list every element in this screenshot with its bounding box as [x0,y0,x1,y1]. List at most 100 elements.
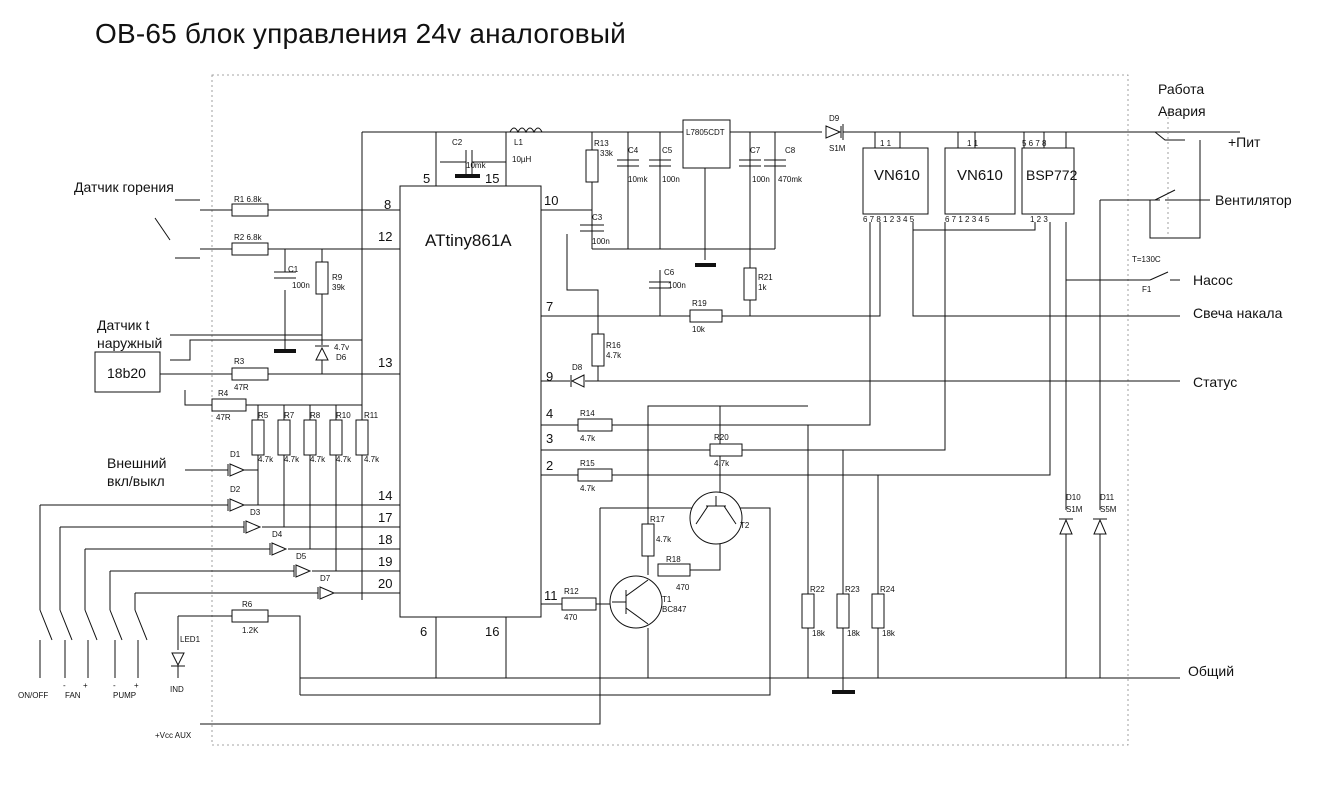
mcu-pin-14: 14 [378,488,392,503]
diodes [171,125,1107,667]
mcu-pin-19: 19 [378,554,392,569]
svg-text:4.7k: 4.7k [580,484,596,493]
driver-bsp772: BSP772 5 6 7 8 1 2 3 [1021,139,1078,224]
svg-text:R12: R12 [564,587,579,596]
svg-text:D3: D3 [250,508,261,517]
mcu-pin-18: 18 [378,532,392,547]
svg-text:R2 6.8k: R2 6.8k [234,233,263,242]
svg-text:R17: R17 [650,515,665,524]
svg-text:470: 470 [676,583,690,592]
diagram-title: OB-65 блок управления 24v аналоговый [95,18,626,49]
svg-text:D2: D2 [230,485,241,494]
svg-text:4.7k: 4.7k [336,455,352,464]
svg-text:R11: R11 [364,411,379,420]
svg-text:4.7k: 4.7k [714,459,730,468]
svg-text:-: - [113,681,116,690]
glow-plug-label: Свеча накала [1193,305,1283,321]
pump-connector: PUMP [113,691,136,700]
svg-text:4.7k: 4.7k [284,455,300,464]
flame-sensor-switch [154,199,200,259]
svg-text:4.7k: 4.7k [364,455,380,464]
wires [39,124,1240,725]
temp-sensor-block: 18b20 [94,351,161,393]
ext-switch-label-2: вкл/выкл [107,473,165,489]
transistor-t2 [689,491,743,545]
svg-text:D1: D1 [230,450,241,459]
mcu-pin-8: 8 [384,197,391,212]
svg-text:47R: 47R [234,383,249,392]
mcu-pin-2: 2 [546,458,553,473]
work-label: Работа [1158,81,1204,97]
svg-text:BC847: BC847 [662,605,687,614]
mcu-pin-20: 20 [378,576,392,591]
svg-text:R18: R18 [666,555,681,564]
svg-text:R24: R24 [880,585,895,594]
svg-text:S1M: S1M [1066,505,1083,514]
svg-text:C5: C5 [662,146,673,155]
svg-text:4.7v: 4.7v [334,343,349,352]
svg-text:4.7k: 4.7k [606,351,622,360]
svg-text:R21: R21 [758,273,773,282]
svg-text:LED1: LED1 [180,635,201,644]
svg-text:R10: R10 [336,411,351,420]
mcu-pin-17: 17 [378,510,392,525]
thermo-label: T=130C [1132,255,1161,264]
svg-text:+: + [134,681,139,690]
ext-switch-label-1: Внешний [107,455,166,471]
svg-text:R15: R15 [580,459,595,468]
svg-text:R19: R19 [692,299,707,308]
svg-text:R23: R23 [845,585,860,594]
component-labels: R1 6.8k R2 6.8k R3 47R R4 47R R5 4.7k R7… [180,114,1117,644]
svg-text:+: + [83,681,88,690]
svg-text:D5: D5 [296,552,307,561]
svg-text:470: 470 [564,613,578,622]
svg-text:100n: 100n [752,175,770,184]
mcu-pin-4: 4 [546,406,553,421]
mcu-chip: ATtiny861A 5 15 6 16 8 12 13 14 17 18 19… [378,171,558,639]
voltage-regulator: L7805CDT [682,119,731,169]
svg-text:R5: R5 [258,411,269,420]
svg-text:6 7 8 1 2 3 4 5: 6 7 8 1 2 3 4 5 [863,215,915,224]
svg-text:T1: T1 [662,595,672,604]
power-label: +Пит [1228,134,1261,150]
external-labels: Датчик горения Датчик t наружный Внешний… [74,81,1292,679]
svg-text:S1M: S1M [829,144,846,153]
svg-text:S5M: S5M [1100,505,1117,514]
svg-text:D6: D6 [336,353,347,362]
mcu-pin-15: 15 [485,171,499,186]
svg-text:47R: 47R [216,413,231,422]
svg-text:100n: 100n [662,175,680,184]
svg-text:18k: 18k [812,629,826,638]
transistor-t1 [609,575,663,629]
svg-text:L1: L1 [514,138,523,147]
input-switches [39,609,148,641]
fault-label: Авария [1158,103,1206,119]
svg-text:VN610: VN610 [957,167,1003,184]
temp-sensor-chip: 18b20 [107,365,146,381]
svg-text:C3: C3 [592,213,603,222]
capacitors [274,127,786,289]
common-label: Общий [1188,663,1234,679]
driver-vn610-1: VN610 1 1 6 7 8 1 2 3 4 5 [862,139,929,224]
svg-text:10mk: 10mk [466,161,487,170]
svg-text:39k: 39k [332,283,346,292]
flame-sensor-label: Датчик горения [74,179,174,195]
mcu-pin-12: 12 [378,229,392,244]
svg-text:VN610: VN610 [874,167,920,184]
fan-label: Вентилятор [1215,192,1292,208]
svg-text:100n: 100n [668,281,686,290]
pump-label: Насос [1193,272,1233,288]
svg-text:C7: C7 [750,146,761,155]
output-relays [1149,112,1176,281]
svg-text:C2: C2 [452,138,463,147]
mcu-pin-7: 7 [546,299,553,314]
svg-text:R14: R14 [580,409,595,418]
svg-text:R8: R8 [310,411,321,420]
svg-text:18k: 18k [882,629,896,638]
status-label: Статус [1193,374,1237,390]
svg-text:4.7k: 4.7k [580,434,596,443]
svg-text:D11: D11 [1100,493,1115,502]
svg-text:R3: R3 [234,357,245,366]
svg-text:1k: 1k [758,283,767,292]
